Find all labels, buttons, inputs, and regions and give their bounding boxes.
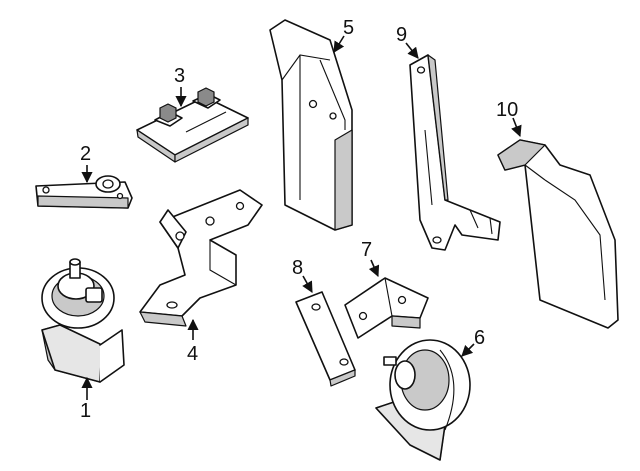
part-1-horn xyxy=(41,258,125,383)
callout-4-label: 4 xyxy=(187,343,198,365)
callout-1-label: 1 xyxy=(80,400,91,422)
part-2-bracket xyxy=(35,175,133,209)
part-7-bracket xyxy=(344,277,429,339)
callout-7-label: 7 xyxy=(361,239,372,261)
part-3-pad xyxy=(136,87,249,163)
callout-6: 6 xyxy=(461,327,485,357)
callout-8: 8 xyxy=(292,257,313,293)
callout-9-label: 9 xyxy=(396,24,407,46)
callout-4: 4 xyxy=(187,318,199,365)
part-6-horn xyxy=(375,339,471,461)
part-9-bracket xyxy=(409,54,501,251)
callout-2: 2 xyxy=(80,143,93,184)
callout-9: 9 xyxy=(396,24,419,59)
callout-3-label: 3 xyxy=(174,65,185,87)
part-5-bracket xyxy=(269,19,353,231)
callout-2-label: 2 xyxy=(80,143,91,165)
callout-3: 3 xyxy=(174,65,187,108)
callout-8-label: 8 xyxy=(292,257,303,279)
callout-10: 10 xyxy=(496,99,522,138)
callout-6-label: 6 xyxy=(474,327,485,349)
part-4-bracket xyxy=(139,189,263,327)
part-8-strap xyxy=(295,291,356,387)
callout-7: 7 xyxy=(361,239,380,278)
callout-5: 5 xyxy=(333,17,354,53)
part-10-deflector xyxy=(497,139,619,329)
callout-5-label: 5 xyxy=(343,17,354,39)
callout-1: 1 xyxy=(80,376,93,422)
callout-10-label: 10 xyxy=(496,99,518,121)
